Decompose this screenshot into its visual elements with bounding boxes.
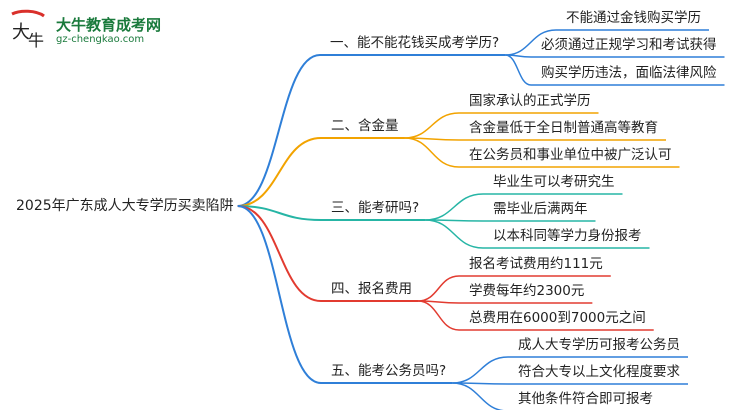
branch-connector [237, 205, 322, 302]
branch-connector [237, 205, 322, 384]
leaf-text: 学费每年约2300元 [469, 283, 585, 299]
leaf-connector [425, 219, 484, 249]
svg-text:牛: 牛 [28, 31, 44, 50]
branch-fees: 四、报名费用 [331, 281, 412, 297]
leaf-connector [452, 356, 509, 384]
brand-name: 大牛教育成考网 [56, 16, 162, 34]
leaf-text: 必须通过正规学习和考试获得 [541, 37, 717, 53]
leaf-connector [404, 137, 460, 168]
ox-logo-icon: 大 牛 [11, 9, 45, 50]
leaf-connector [505, 29, 557, 56]
leaf-connector [417, 300, 460, 331]
branch-buy-degree: 一、能不能花钱买成考学历? [330, 35, 500, 51]
leaf-text: 其他条件符合即可报考 [518, 391, 653, 407]
leaf-text: 报名考试费用约111元 [469, 256, 603, 272]
leaf-text: 总费用在6000到7000元之间 [469, 310, 646, 326]
svg-text:大: 大 [12, 22, 30, 43]
leaf-text: 国家承认的正式学历 [469, 93, 591, 109]
leaf-text: 需毕业后满两年 [493, 201, 588, 217]
brand-url: gz-chengkao.com [56, 34, 145, 45]
branch-value: 二、含金量 [331, 118, 399, 134]
leaf-connector [404, 112, 460, 139]
leaf-text: 不能通过金钱购买学历 [566, 10, 701, 26]
leaf-connector [425, 193, 484, 221]
branch-connector [237, 205, 322, 221]
branch-civil-service: 五、能考公务员吗? [331, 363, 447, 379]
leaf-connector [504, 54, 532, 86]
mindmap-root: 2025年广东成人大专学历买卖陷阱 [16, 198, 234, 214]
leaf-text: 在公务员和事业单位中被广泛认可 [469, 147, 672, 163]
leaf-text: 含金量低于全日制普通高等教育 [469, 120, 658, 136]
leaf-connector [452, 382, 506, 410]
leaf-connector [417, 275, 460, 302]
branch-connector [237, 54, 321, 207]
leaf-text: 以本科同等学力身份报考 [493, 228, 642, 244]
branch-connector [237, 137, 322, 207]
brand-logo: 大 牛 大牛教育成考网 gz-chengkao.com [6, 8, 186, 50]
leaf-text: 购买学历违法，面临法律风险 [541, 65, 717, 81]
leaf-text: 成人大专学历可报考公务员 [518, 337, 680, 353]
leaf-text: 符合大专以上文化程度要求 [518, 364, 680, 380]
branch-postgrad: 三、能考研吗? [331, 200, 420, 216]
leaf-text: 毕业生可以考研究生 [493, 174, 615, 190]
